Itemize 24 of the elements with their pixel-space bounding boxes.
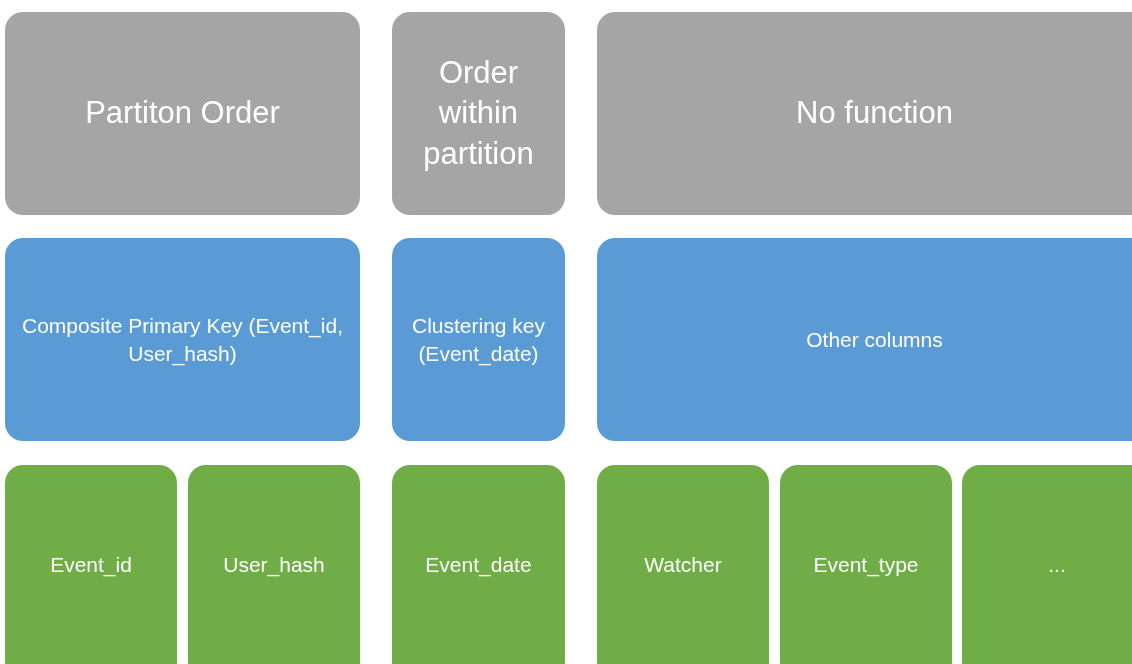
box-label: Event_date <box>425 551 532 579</box>
box-label: Clustering key (Event_date) <box>410 313 547 367</box>
column-group-box <box>597 12 1132 215</box>
column-group-box <box>597 465 769 664</box>
column-group-box <box>392 465 565 664</box>
column-group-box <box>188 465 360 664</box>
column-group-box <box>962 465 1132 664</box>
column-group-box <box>5 12 360 215</box>
box-label: User_hash <box>223 551 325 579</box>
column-group-box <box>392 12 565 215</box>
column-group-box <box>392 238 565 441</box>
column-group-box <box>597 238 1132 441</box>
box-label: Order within partition <box>422 54 535 173</box>
box-label: Composite Primary Key (Event_id, User_hash) <box>21 313 344 367</box>
box-label: Other columns <box>806 326 943 353</box>
column-group-box <box>5 238 360 441</box>
box-label: Event_type <box>813 551 919 579</box>
box-label: ... <box>1048 551 1066 578</box>
box-label: Event_id <box>50 551 132 579</box>
column-group-box <box>780 465 952 664</box>
column-group-box <box>5 465 177 664</box>
box-label: Partiton Order <box>85 94 280 133</box>
box-label: Watcher <box>644 551 722 578</box>
box-label: No function <box>796 94 953 133</box>
